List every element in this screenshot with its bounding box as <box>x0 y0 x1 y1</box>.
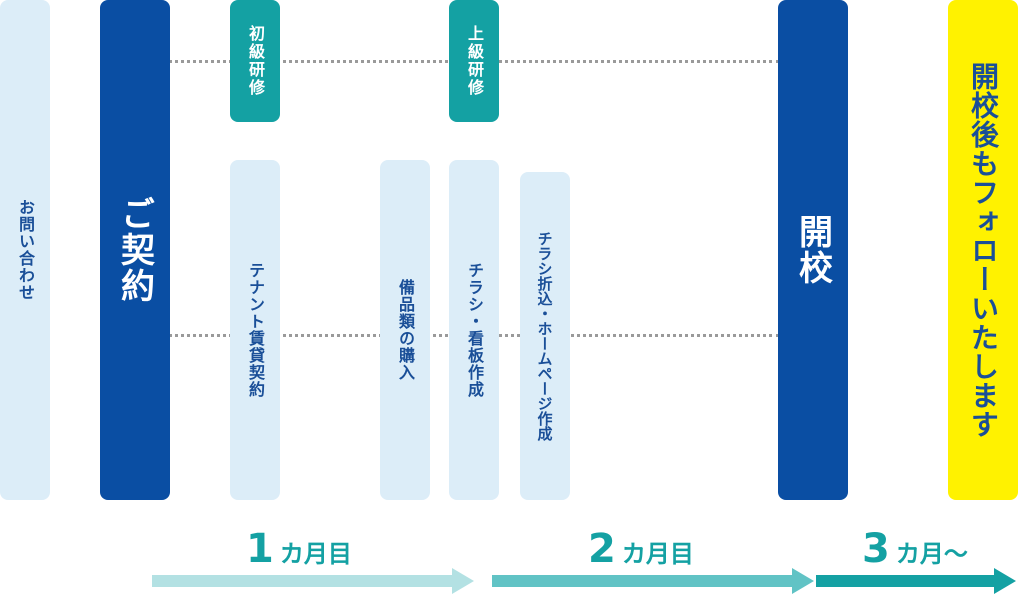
timeline-month-2-number: 2 <box>588 526 616 572</box>
step-equipment-purchase: 備品類の購入 <box>380 160 430 500</box>
step-flyer-homepage-label: チラシ折込・ホームページ作成 <box>535 231 554 441</box>
step-flyer-homepage: チラシ折込・ホームページ作成 <box>520 172 570 500</box>
step-equipment-purchase-label: 備品類の購入 <box>396 279 415 381</box>
step-advanced-training-label: 上級研修 <box>465 25 484 97</box>
step-tenant-lease: テナント賃貸契約 <box>230 160 280 500</box>
timeline-month-2: 2 カ月目 <box>588 526 694 572</box>
timeline-arrow-3 <box>816 568 1016 594</box>
step-beginner-training: 初級研修 <box>230 0 280 122</box>
step-inquiry-label: お問い合わせ <box>16 199 35 301</box>
step-after-support: 開校後もフォローいたします <box>948 0 1018 500</box>
step-advanced-training: 上級研修 <box>449 0 499 122</box>
step-after-support-label: 開校後もフォローいたします <box>967 61 1000 439</box>
timeline-month-1-number: 1 <box>246 526 274 572</box>
step-flyer-signboard: チラシ・看板作成 <box>449 160 499 500</box>
step-inquiry: お問い合わせ <box>0 0 50 500</box>
timeline-month-3: 3 カ月〜 <box>862 526 968 572</box>
step-tenant-lease-label: テナント賃貸契約 <box>246 262 265 398</box>
timeline-month-3-unit: カ月〜 <box>895 540 968 568</box>
timeline-arrow-1 <box>152 568 474 594</box>
step-flyer-signboard-label: チラシ・看板作成 <box>465 262 484 398</box>
timeline-month-1: 1 カ月目 <box>246 526 352 572</box>
step-opening-label: 開校 <box>792 214 833 286</box>
step-contract-label: ご契約 <box>114 196 155 304</box>
timeline-arrow-2 <box>492 568 814 594</box>
step-opening: 開校 <box>778 0 848 500</box>
step-beginner-training-label: 初級研修 <box>246 25 265 97</box>
timeline-month-1-unit: カ月目 <box>279 540 352 568</box>
timeline-month-3-number: 3 <box>862 526 890 572</box>
timeline-month-2-unit: カ月目 <box>621 540 694 568</box>
step-contract: ご契約 <box>100 0 170 500</box>
